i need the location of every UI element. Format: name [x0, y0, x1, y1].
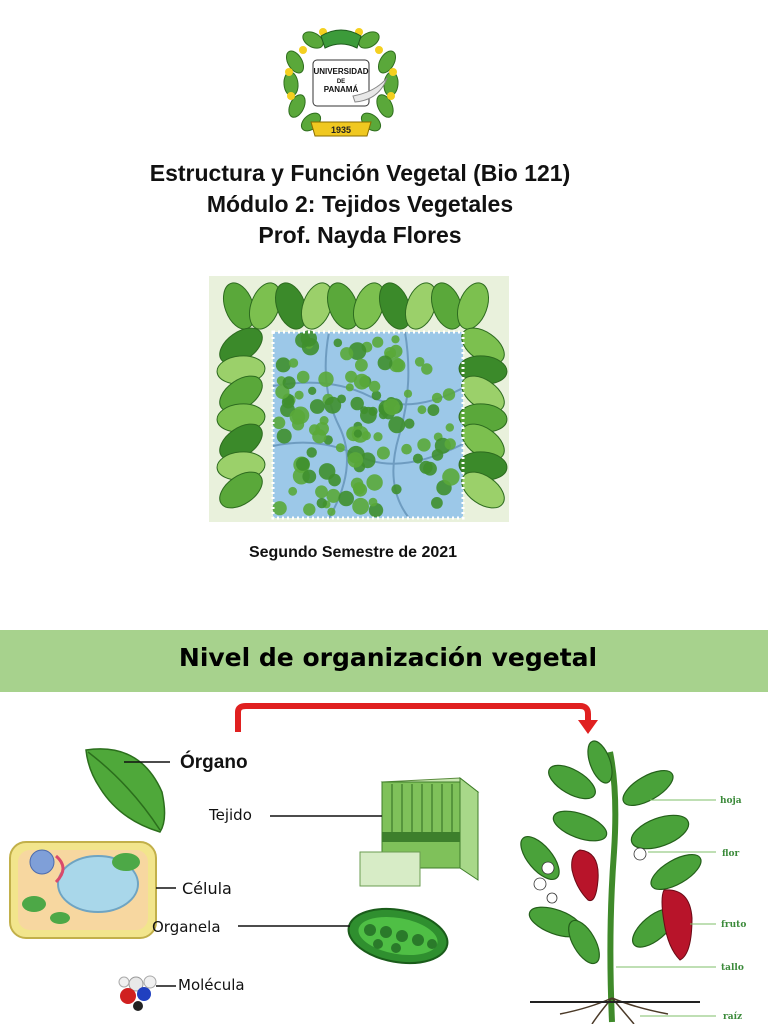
level-organ-label: Órgano [180, 752, 248, 773]
plant-cell-icon [9, 841, 176, 939]
molecule-icon [118, 975, 176, 1011]
section-banner: Nivel de organización vegetal [0, 630, 768, 692]
level-tissue-label: Tejido [209, 806, 252, 824]
pepper-plant-icon [520, 740, 716, 1024]
plant-part-stem-label: tallo [721, 963, 744, 973]
plant-part-root-label: raíz [723, 1012, 743, 1022]
plant-part-flower-label: flor [722, 849, 740, 859]
seal-text-3: PANAMÁ [324, 85, 359, 94]
plant-part-leaf-label: hoja [720, 796, 742, 806]
section-title: Nivel de organización vegetal [178, 643, 598, 672]
seal-text-2: DE [337, 79, 345, 85]
level-molecule-label: Molécula [178, 976, 245, 994]
level-cell-label: Célula [182, 879, 232, 898]
university-seal-logo: UNIVERSIDAD DE PANAMÁ 1935 [283, 28, 399, 137]
level-organelle-label: Organela [152, 918, 221, 936]
course-title: Estructura y Función Vegetal (Bio 121) [149, 160, 571, 186]
tissue-block-icon [270, 776, 480, 887]
organization-levels-illustration [9, 703, 716, 1024]
seal-year: 1935 [331, 125, 351, 135]
plant-part-fruit-label: fruto [721, 920, 747, 930]
semester-label: Segundo Semestre de 2021 [248, 544, 458, 561]
module-title: Módulo 2: Tejidos Vegetales [206, 191, 514, 217]
seal-text-1: UNIVERSIDAD [313, 67, 368, 76]
chloroplast-icon [238, 907, 449, 965]
red-arrow-icon [235, 703, 598, 734]
professor-name: Prof. Nayda Flores [258, 222, 462, 248]
plant-cells-leaf-frame-image [209, 276, 509, 522]
leaf-organ-icon [85, 748, 170, 833]
